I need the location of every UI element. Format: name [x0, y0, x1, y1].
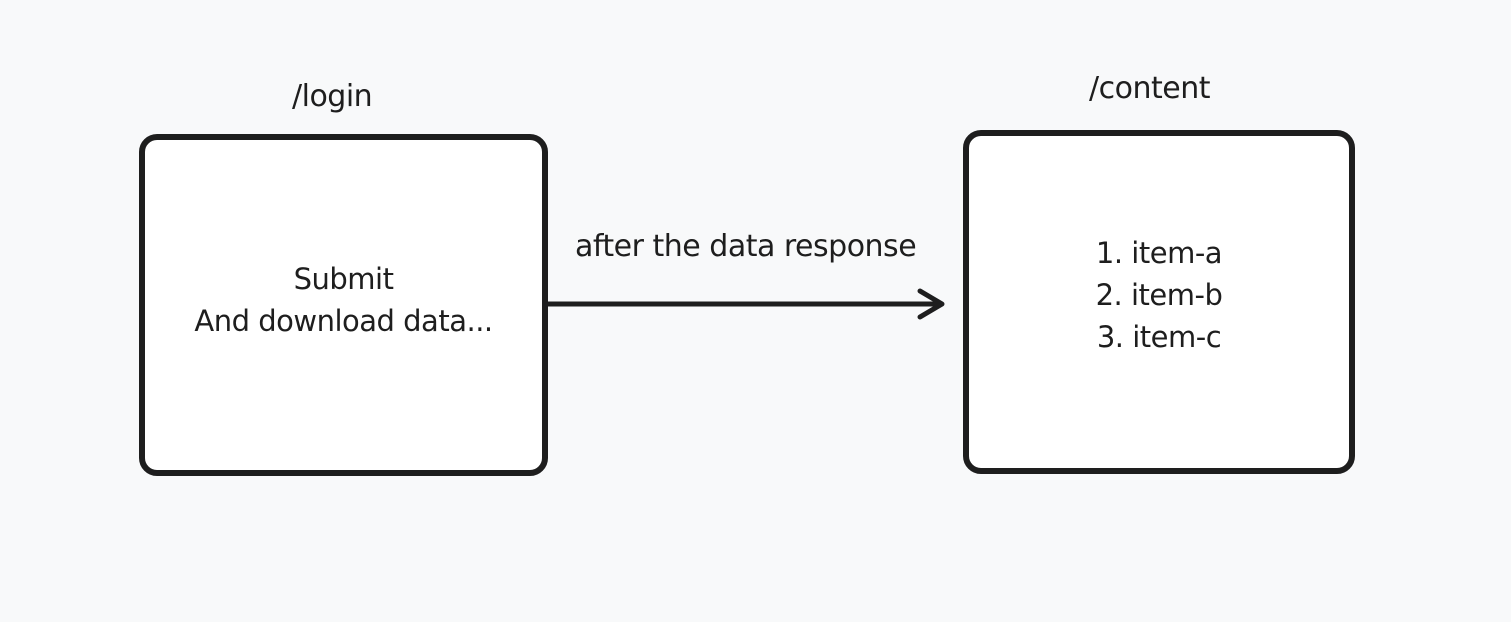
login-box-text: Submit And download data...: [145, 258, 542, 342]
login-box-line-2: And download data...: [194, 304, 493, 338]
login-box-line-1: Submit: [293, 262, 394, 296]
arrow-head: [917, 288, 945, 320]
list-item: 1. item-a: [1095, 236, 1223, 270]
login-page-box: Submit And download data...: [139, 134, 548, 476]
content-item-list: 1. item-a 2. item-b 3. item-c: [969, 232, 1349, 358]
content-route-label: /content: [1089, 71, 1210, 106]
content-page-box: 1. item-a 2. item-b 3. item-c: [963, 130, 1355, 474]
list-item: 3. item-c: [1096, 320, 1222, 354]
list-item: 2. item-b: [1095, 278, 1223, 312]
edge-label: after the data response: [575, 229, 917, 264]
login-route-label: /login: [292, 79, 373, 114]
